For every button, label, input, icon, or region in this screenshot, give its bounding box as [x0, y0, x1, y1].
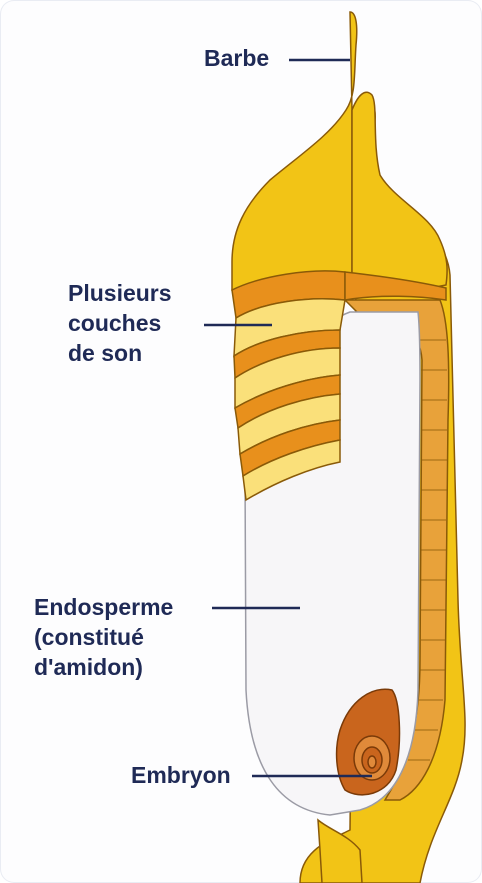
- label-endosperme-line-2: (constitué: [34, 622, 173, 652]
- label-embryon-text: Embryon: [131, 760, 231, 790]
- label-son-line-3: de son: [68, 338, 172, 368]
- label-plusieurs-couches-de-son: Plusieurs couches de son: [68, 278, 172, 368]
- label-endosperme: Endosperme (constitué d'amidon): [34, 592, 173, 682]
- label-endosperme-line-3: d'amidon): [34, 652, 173, 682]
- label-endosperme-line-1: Endosperme: [34, 592, 173, 622]
- label-son-line-1: Plusieurs: [68, 278, 172, 308]
- label-son-line-2: couches: [68, 308, 172, 338]
- husk-front-right: [352, 92, 447, 290]
- label-embryon: Embryon: [131, 760, 231, 790]
- label-barbe-text: Barbe: [204, 43, 269, 73]
- label-barbe: Barbe: [204, 43, 269, 73]
